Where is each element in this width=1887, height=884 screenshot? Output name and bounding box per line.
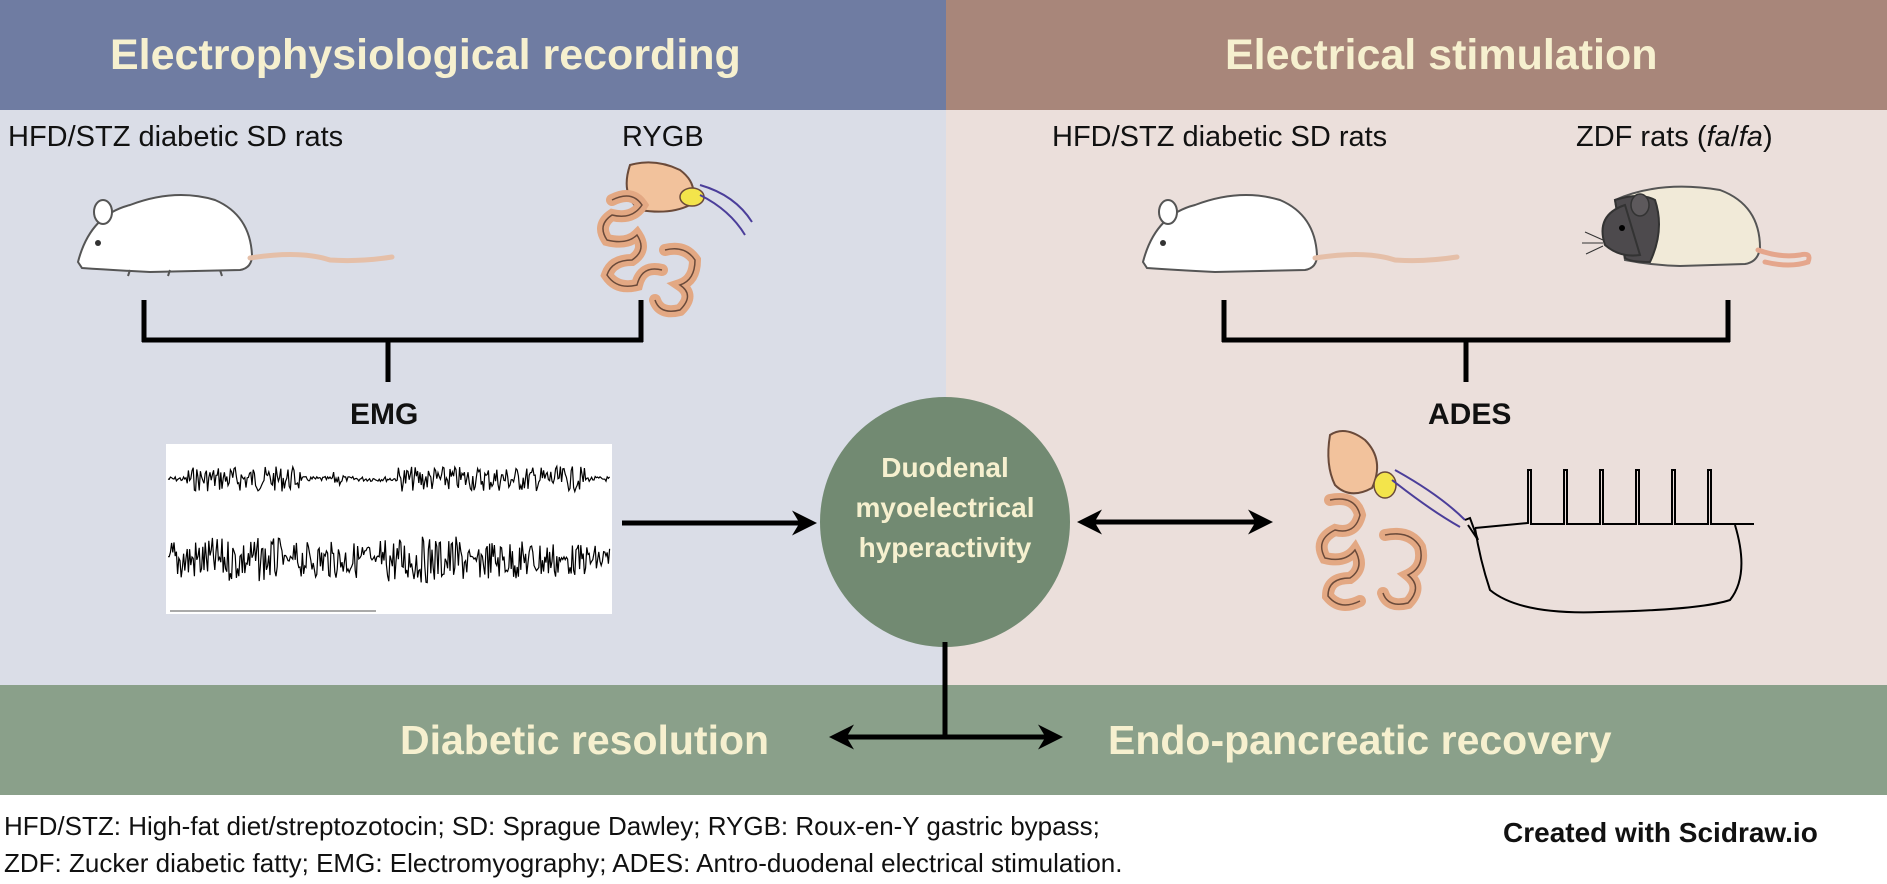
left-header: [0, 0, 946, 110]
credit-label: Created with Scidraw.io: [1503, 817, 1818, 848]
center-line-2: myoelectrical: [855, 492, 1035, 523]
left-model-b-label: RYGB: [622, 121, 704, 153]
white-rat-left-icon: [76, 194, 395, 277]
ades-stimulation-icon: [1315, 430, 1754, 614]
footnote-line-2: ZDF: Zucker diabetic fatty; EMG: Electro…: [4, 848, 1123, 878]
left-panel-title: Electrophysiological recording: [110, 31, 741, 79]
right-panel-title: Electrical stimulation: [1225, 31, 1658, 79]
right-header: [946, 0, 1887, 110]
center-circle: [820, 397, 1070, 647]
right-model-a-label: HFD/STZ diabetic SD rats: [1052, 121, 1388, 153]
center-line-1: Duodenal: [881, 452, 1009, 483]
rygb-intestine-icon: [597, 161, 753, 318]
left-bracket: [141, 300, 644, 382]
emg-label: EMG: [350, 398, 419, 431]
footnote-line-1: HFD/STZ: High-fat diet/streptozotocin; S…: [4, 811, 1100, 841]
outcome-right: Endo-pancreatic recovery: [1108, 717, 1612, 763]
right-bracket: [1221, 300, 1731, 382]
left-model-a-label: HFD/STZ diabetic SD rats: [8, 121, 344, 153]
outcome-left: Diabetic resolution: [400, 717, 770, 763]
emg-trace: [166, 444, 612, 614]
right-model-b-label: ZDF rats (fa/fa): [1576, 121, 1773, 153]
zdf-rat-icon: [1582, 185, 1812, 268]
center-circle-text: Duodenal myoelectrical hyperactivity: [820, 448, 1070, 568]
center-line-3: hyperactivity: [858, 532, 1032, 563]
white-rat-right-icon: [1141, 194, 1460, 274]
ades-label: ADES: [1428, 398, 1512, 431]
